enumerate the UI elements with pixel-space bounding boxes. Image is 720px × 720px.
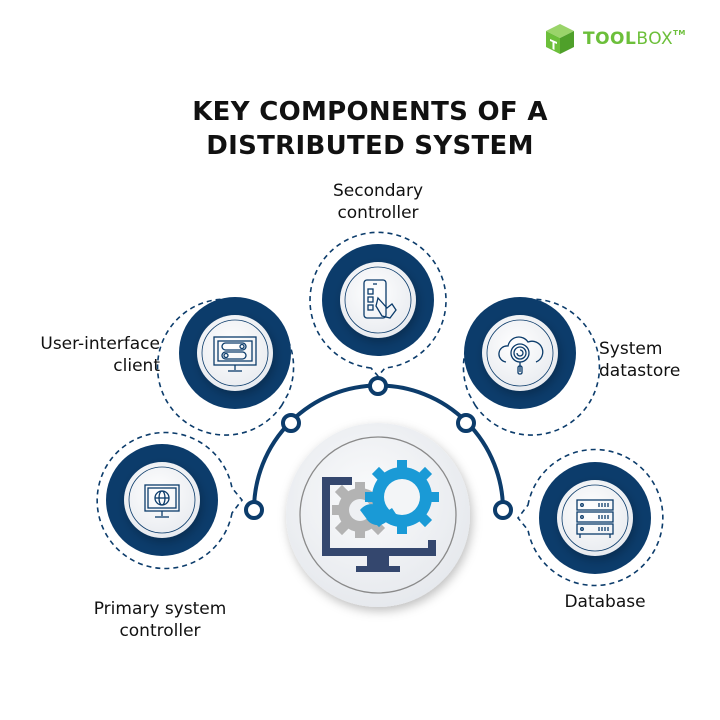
connector-arc — [244, 376, 513, 520]
component-secondary-controller[interactable] — [322, 244, 434, 356]
page-title: KEY COMPONENTS OF A DISTRIBUTED SYSTEM — [0, 95, 720, 163]
node-left — [244, 500, 264, 520]
label-database: Database — [564, 592, 646, 612]
server-rack-icon — [576, 499, 614, 538]
title-line-2: DISTRIBUTED SYSTEM — [206, 131, 534, 161]
component-system-datastore[interactable] — [464, 297, 576, 409]
component-database[interactable] — [539, 462, 651, 574]
node-upper-right — [456, 413, 476, 433]
title-line-1: KEY COMPONENTS OF A — [192, 97, 548, 127]
component-primary-system-controller[interactable] — [106, 444, 218, 556]
component-user-interface-client[interactable] — [179, 297, 291, 409]
node-top — [368, 376, 388, 396]
monitor-gears-icon — [322, 460, 439, 572]
node-right — [493, 500, 513, 520]
toolbox-logo: TOOLBOXTM — [543, 22, 686, 56]
cube-logo-icon — [546, 24, 574, 54]
node-upper-left — [281, 413, 301, 433]
monitor-toggles-icon — [213, 336, 257, 372]
monitor-globe-icon — [144, 484, 180, 518]
cloud-search-icon — [498, 336, 544, 375]
mobile-touch-icon — [363, 279, 397, 319]
brand-name: TOOLBOXTM — [583, 29, 686, 49]
